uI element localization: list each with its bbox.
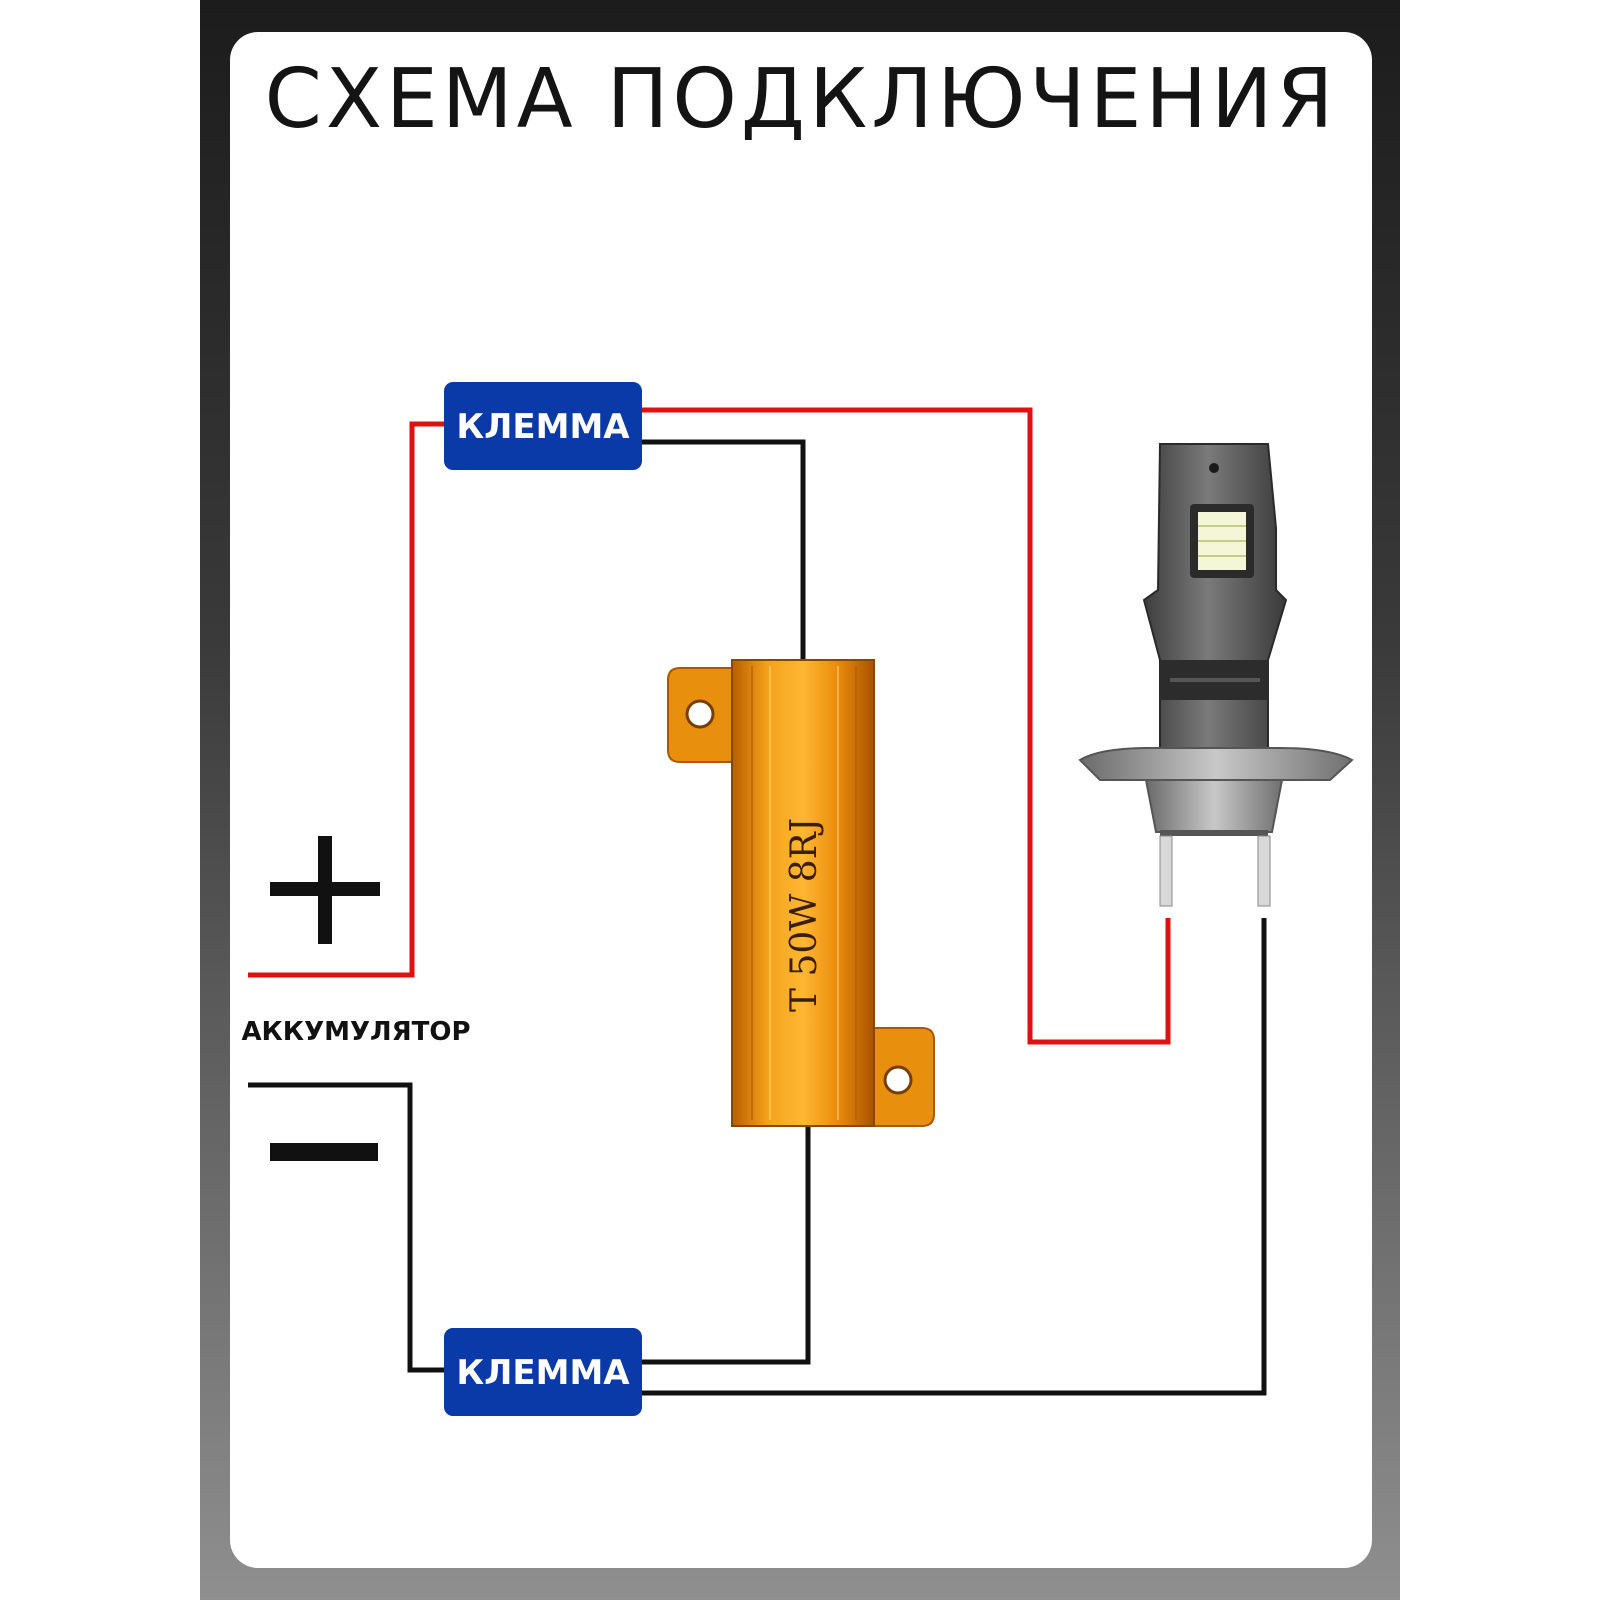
terminal-bottom: КЛЕММА <box>444 1328 642 1416</box>
terminal-top: КЛЕММА <box>444 382 642 470</box>
terminal-top-label: КЛЕММА <box>456 407 630 447</box>
load-resistor: T 50W 8RJ <box>667 659 935 1127</box>
negative-wire-resistor-bottom <box>642 1120 811 1365</box>
negative-wire-bulb <box>642 918 1267 1396</box>
minus-symbol <box>270 1143 378 1161</box>
positive-wire-battery <box>248 421 444 978</box>
resistor-marking: T 50W 8RJ <box>784 818 825 1012</box>
negative-wire-battery <box>248 1082 444 1373</box>
positive-wire-bulb <box>642 407 1171 1045</box>
led-bulb <box>1078 443 1354 907</box>
battery-label: АККУМУЛЯТОР <box>241 1017 470 1047</box>
plus-symbol <box>270 836 380 944</box>
negative-wire-resistor-top <box>642 439 806 660</box>
terminal-bottom-label: КЛЕММА <box>456 1353 630 1393</box>
page-title: СХЕМА ПОДКЛЮЧЕНИЯ <box>264 52 1338 147</box>
